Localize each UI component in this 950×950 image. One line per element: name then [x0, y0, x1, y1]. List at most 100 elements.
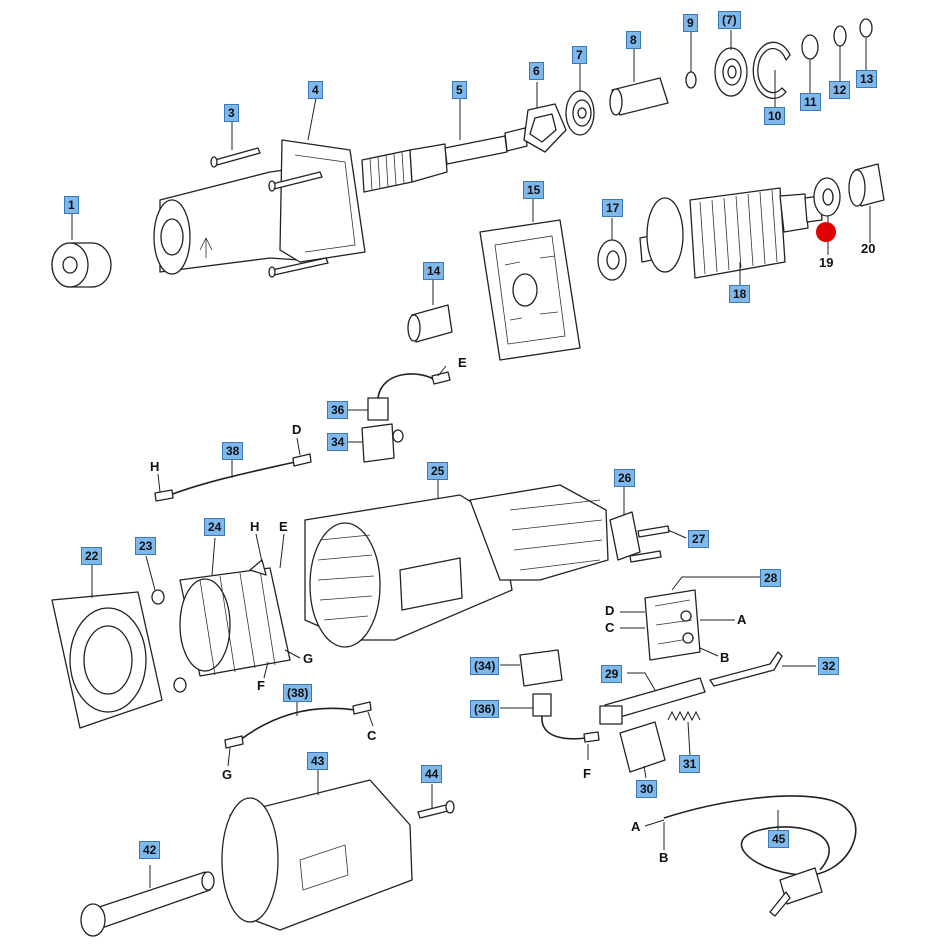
wire-letter-f-brush: F — [583, 766, 591, 781]
part-23-pins — [151, 589, 187, 693]
part-label-36: 36 — [327, 401, 349, 419]
part-label-19: 19 — [819, 255, 834, 270]
wire-letter-h-stator: H — [250, 519, 260, 534]
part-label-7b: (7) — [718, 11, 741, 29]
part-7-bearing — [565, 90, 595, 136]
part-34b-brush-holder — [519, 649, 563, 687]
part-29-switch-lever — [599, 677, 706, 725]
part-27-screws — [629, 525, 670, 563]
part-42-cord-guard — [80, 871, 215, 937]
part-label-38b: (38) — [283, 684, 313, 702]
part-label-38: 38 — [222, 442, 244, 460]
part-28-switch — [644, 589, 701, 661]
part-label-8: 8 — [626, 31, 641, 49]
part-19-bearing — [813, 177, 841, 217]
part-38-wire — [154, 453, 312, 502]
wire-letter-h-top: H — [150, 459, 160, 474]
wire-letter-g-stator: G — [303, 651, 314, 666]
part-18-armature — [639, 187, 823, 279]
part-4-front-housing — [153, 139, 366, 275]
part-label-1: 1 — [64, 196, 79, 214]
wire-letter-a-cord: A — [631, 819, 641, 834]
part-label-6: 6 — [529, 62, 544, 80]
part-5-spindle — [361, 127, 528, 193]
part-label-12: 12 — [829, 81, 851, 99]
part-label-9: 9 — [683, 14, 698, 32]
part-label-22: 22 — [81, 547, 103, 565]
part-label-5: 5 — [452, 81, 467, 99]
part-label-20: 20 — [861, 241, 876, 256]
part-30-switch-button — [619, 721, 666, 773]
part-34-brush-holder — [361, 423, 404, 463]
part-9-ring — [685, 71, 697, 89]
part-label-29: 29 — [601, 665, 623, 683]
part-label-30: 30 — [636, 780, 658, 798]
part-17-bearing — [597, 239, 627, 281]
part-12-washer — [833, 25, 847, 47]
part-label-7: 7 — [572, 46, 587, 64]
part-label-13: 13 — [856, 70, 878, 88]
wire-letter-b-cord: B — [659, 850, 669, 865]
part-10-retaining-ring — [752, 41, 791, 99]
leader-lines — [71, 30, 871, 888]
part-13-ring — [859, 18, 873, 38]
wire-letter-d-switch: D — [605, 603, 615, 618]
part-label-15: 15 — [523, 181, 545, 199]
part-label-34: 34 — [327, 433, 349, 451]
part-44-screw — [417, 800, 455, 819]
wire-letter-a-switch: A — [737, 612, 747, 627]
wire-letter-f-stator: F — [257, 678, 265, 693]
part-38b-wire — [224, 701, 372, 749]
part-label-36b: (36) — [470, 700, 500, 718]
part-label-27: 27 — [688, 530, 710, 548]
part-label-28: 28 — [760, 569, 782, 587]
part-31-spring — [667, 710, 701, 722]
part-label-31: 31 — [679, 755, 701, 773]
wire-letter-c-switch: C — [605, 620, 615, 635]
highlight-marker — [816, 222, 836, 242]
wire-letter-c-wire: C — [367, 728, 377, 743]
part-15-fan-baffle — [479, 219, 581, 361]
part-label-26: 26 — [614, 469, 636, 487]
part-label-18: 18 — [729, 285, 751, 303]
part-label-25: 25 — [427, 462, 449, 480]
part-20-bearing-sleeve — [848, 163, 885, 207]
part-label-11: 11 — [800, 93, 821, 111]
part-label-3: 3 — [224, 104, 239, 122]
part-36b-brush-with-lead — [532, 693, 600, 743]
part-25-motor-housing — [304, 484, 609, 648]
part-label-17: 17 — [602, 199, 624, 217]
part-26-clamp — [609, 511, 641, 561]
wire-letter-e-top: E — [458, 355, 467, 370]
wire-letter-g-wire: G — [222, 767, 233, 782]
part-label-14: 14 — [423, 262, 445, 280]
part-label-10: 10 — [764, 107, 786, 125]
part-label-43: 43 — [307, 752, 329, 770]
part-label-34b: (34) — [470, 657, 500, 675]
part-label-42: 42 — [139, 841, 161, 859]
part-7b-bearing — [714, 47, 748, 97]
part-8-sleeve — [609, 77, 669, 116]
part-label-44: 44 — [421, 765, 443, 783]
part-label-45: 45 — [768, 830, 790, 848]
part-32-bracket — [709, 651, 783, 687]
part-label-4: 4 — [308, 81, 323, 99]
part-14-carbon-brush — [407, 304, 453, 343]
part-label-32: 32 — [818, 657, 840, 675]
part-label-23: 23 — [135, 537, 157, 555]
wire-letter-b-switch: B — [720, 650, 730, 665]
part-6-washer — [523, 103, 567, 153]
part-22-end-plate — [51, 591, 163, 729]
part-36-brush-with-lead — [367, 371, 451, 421]
part-11-washer — [801, 34, 819, 60]
part-label-24: 24 — [204, 518, 226, 536]
wire-letter-e-stator: E — [279, 519, 288, 534]
part-3-screws — [210, 147, 329, 278]
part-1-collet-nut — [51, 242, 112, 288]
wire-letter-d-top: D — [292, 422, 302, 437]
part-45-power-cord — [663, 795, 857, 917]
part-24-field-stator — [179, 559, 291, 677]
part-43-end-cover — [221, 779, 413, 931]
